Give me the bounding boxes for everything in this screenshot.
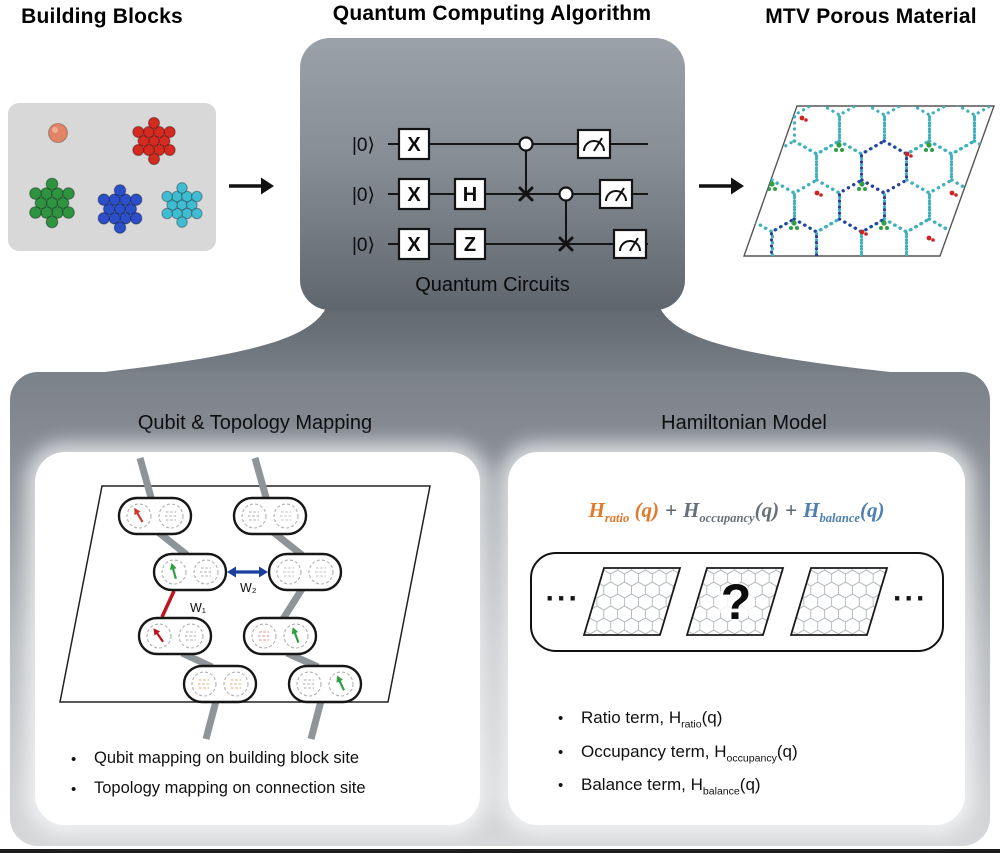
material-title: MTV Porous Material xyxy=(765,5,977,28)
bullet-icon: • xyxy=(71,781,77,798)
w2-label: W₂ xyxy=(240,581,257,595)
ket-label-q1: |0⟩ xyxy=(352,135,375,156)
building-blocks-title: Building Blocks xyxy=(21,5,183,28)
mapping-title: Qubit & Topology Mapping xyxy=(137,412,373,434)
bullet-icon: • xyxy=(71,751,77,768)
configuration-thumbnail xyxy=(789,567,888,637)
balance-term: Hbalance(q) xyxy=(803,498,885,526)
qubit-capsule xyxy=(117,496,192,536)
occupancy-term-bullet: •Occupancy term, Hoccupancy(q) xyxy=(558,741,798,764)
detail-panel: Qubit & Topology Mapping Hamiltonian Mod… xyxy=(10,372,990,846)
hamiltonian-bullets: •Ratio term, Hratio(q) •Occupancy term, … xyxy=(508,708,965,797)
qubit-capsule xyxy=(242,616,317,656)
mapping-bullet-2: •Topology mapping on connection site xyxy=(71,779,366,798)
h-gate-q2: H xyxy=(453,177,487,211)
qubit-capsule xyxy=(182,664,257,704)
z-gate-q3: Z xyxy=(453,227,487,261)
qubit-capsule xyxy=(267,552,342,592)
building-blocks-background xyxy=(8,103,216,251)
mapping-bullets: •Qubit mapping on building block site •T… xyxy=(35,749,480,800)
quantum-algorithm-panel: |0⟩ |0⟩ |0⟩ X X X H Z xyxy=(300,38,685,310)
mapping-box: W₁ W₂ xyxy=(35,452,480,825)
ratio-term-bullet: •Ratio term, Hratio(q) xyxy=(558,708,723,731)
hamiltonian-title: Hamiltonian Model xyxy=(661,412,827,434)
arrow-right-icon xyxy=(229,177,274,195)
qubit-capsule xyxy=(137,616,212,656)
connection-sites xyxy=(136,457,324,740)
occupancy-term: Hoccupancy(q) xyxy=(683,498,780,526)
controlled-gate-1 xyxy=(518,136,534,202)
configuration-thumbnail xyxy=(583,567,682,637)
funnel-connector xyxy=(16,298,984,382)
w1-label: W₁ xyxy=(190,601,206,615)
figure-bottom-border xyxy=(0,849,1000,853)
ket-label-q2: |0⟩ xyxy=(352,185,375,206)
controlled-gate-2 xyxy=(558,186,574,252)
mapping-bullet-1: •Qubit mapping on building block site xyxy=(71,749,360,768)
balance-term-bullet: •Balance term, Hbalance(q) xyxy=(558,774,761,798)
plus-sign: + xyxy=(785,498,798,522)
w2-bond: W₂ xyxy=(226,566,268,595)
measure-gate-q1 xyxy=(576,128,612,160)
building-blocks-panel xyxy=(8,103,216,251)
algorithm-title: Quantum Computing Algorithm xyxy=(332,2,652,25)
unknown-configuration-thumbnail: ? xyxy=(686,567,785,637)
x-gate-q2: X xyxy=(397,177,431,211)
quantum-circuit-diagram: |0⟩ |0⟩ |0⟩ X X X H Z xyxy=(352,127,648,261)
measure-gate-q2 xyxy=(598,178,634,210)
svg-text:X: X xyxy=(407,134,421,156)
mtv-material-image xyxy=(743,105,995,257)
bullet-icon: • xyxy=(558,710,564,728)
svg-text:X: X xyxy=(407,184,421,206)
metal-sphere xyxy=(48,123,68,143)
measure-gate-q3 xyxy=(612,228,648,260)
question-mark: ? xyxy=(721,574,752,630)
bullet-icon: • xyxy=(558,776,564,794)
configuration-ensemble: ··· ? ··· xyxy=(529,552,944,653)
mapping-unit-cell xyxy=(58,485,431,703)
qubit-capsule xyxy=(232,496,307,536)
qubit-capsule xyxy=(287,664,362,704)
circuit-caption: Quantum Circuits xyxy=(415,274,570,296)
bullet-icon: • xyxy=(558,743,564,761)
plus-sign: + xyxy=(665,498,678,522)
svg-text:H: H xyxy=(463,184,477,206)
ellipsis-right: ··· xyxy=(892,582,928,616)
qubit-capsule xyxy=(152,552,227,592)
ellipsis-left: ··· xyxy=(545,582,580,616)
hamiltonian-equation: Hratio (q)+Hoccupancy(q)+Hbalance(q) xyxy=(508,498,965,526)
x-gate-q1: X xyxy=(397,127,431,161)
ratio-term: Hratio (q) xyxy=(588,498,660,526)
w1-bond: W₁ xyxy=(159,590,206,618)
hamiltonian-box: Hratio (q)+Hoccupancy(q)+Hbalance(q) ···… xyxy=(508,452,965,825)
unit-cell-outline xyxy=(743,105,995,257)
x-gate-q3: X xyxy=(397,227,431,261)
mapping-diagram: W₁ W₂ xyxy=(58,457,431,740)
ket-label-q3: |0⟩ xyxy=(352,235,375,256)
arrow-right-icon xyxy=(699,177,744,195)
svg-text:Z: Z xyxy=(464,234,476,256)
svg-text:X: X xyxy=(407,234,421,256)
